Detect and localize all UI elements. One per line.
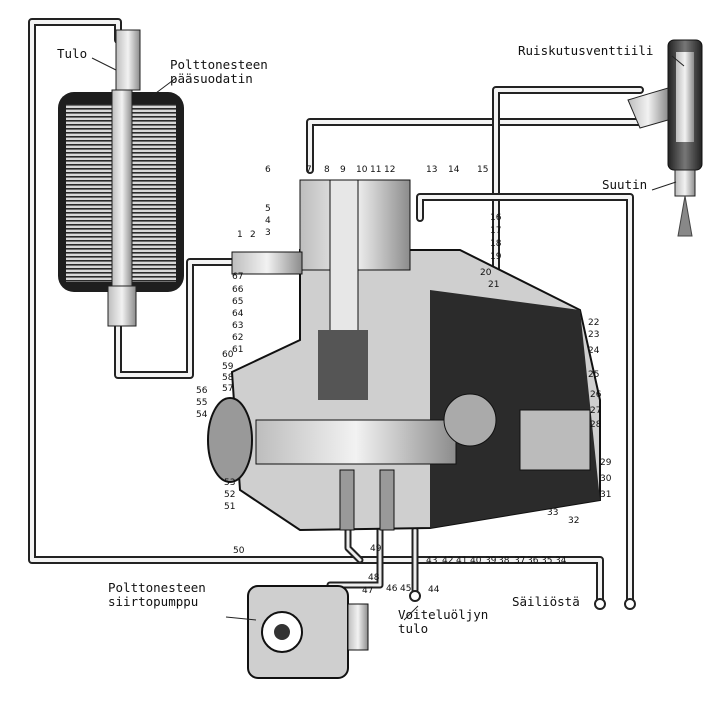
callout-42: 42 (442, 556, 454, 566)
callout-18: 18 (490, 239, 502, 249)
callout-11: 11 (370, 165, 382, 175)
callout-44: 44 (428, 585, 440, 595)
callout-55: 55 (196, 398, 208, 408)
callout-25: 25 (588, 370, 600, 380)
callout-67: 67 (232, 272, 244, 282)
callout-36: 36 (527, 556, 539, 566)
callout-31: 31 (600, 490, 612, 500)
callout-17: 17 (490, 226, 502, 236)
callout-53: 53 (224, 478, 236, 488)
label-from-tank: Säiliöstä (512, 594, 580, 609)
callout-63: 63 (232, 321, 244, 331)
callout-4: 4 (265, 216, 271, 226)
callout-13: 13 (426, 165, 438, 175)
callout-38: 38 (498, 556, 510, 566)
callout-7: 7 (306, 165, 312, 175)
callout-8: 8 (324, 165, 330, 175)
callout-6: 6 (265, 165, 271, 175)
callout-33: 33 (547, 508, 559, 518)
label-lube-oil-inlet-line-1: Voiteluöljyn (398, 607, 489, 622)
callout-57: 57 (222, 384, 234, 394)
callout-9: 9 (340, 165, 346, 175)
callout-61: 61 (232, 345, 244, 355)
callout-1: 1 (237, 230, 243, 240)
callout-23: 23 (588, 330, 600, 340)
callout-15: 15 (477, 165, 489, 175)
callout-48: 48 (368, 573, 380, 583)
label-transfer-pump-line-1: Polttonesteen (108, 580, 206, 595)
callout-21: 21 (488, 280, 500, 290)
label-main-filter-line-2: pääsuodatin (170, 71, 253, 86)
callout-58: 58 (222, 373, 234, 383)
callout-12: 12 (384, 165, 396, 175)
callout-39: 39 (485, 556, 497, 566)
label-tulo: Tulo (57, 46, 88, 61)
callout-16: 16 (490, 213, 502, 223)
transfer-pump (247, 585, 369, 679)
callout-32: 32 (568, 516, 580, 526)
callout-51: 51 (224, 502, 236, 512)
injection-valve (627, 39, 703, 237)
label-transfer-pump-line-2: siirtopumppu (108, 594, 199, 609)
callout-54: 54 (196, 410, 208, 420)
callout-62: 62 (232, 333, 244, 343)
callout-20: 20 (480, 268, 492, 278)
callout-43: 43 (426, 556, 438, 566)
callout-66: 66 (232, 285, 244, 295)
label-main-filter-line-1: Polttonesteen (170, 57, 268, 72)
callout-59: 59 (222, 362, 234, 372)
callout-37: 37 (514, 556, 526, 566)
callout-2: 2 (250, 230, 256, 240)
label-lube-oil-inlet-line-2: tulo (398, 621, 429, 636)
callout-14: 14 (448, 165, 460, 175)
callout-27: 27 (590, 406, 602, 416)
callout-60: 60 (222, 350, 234, 360)
callout-28: 28 (590, 420, 602, 430)
callout-47: 47 (362, 586, 374, 596)
callout-22: 22 (588, 318, 600, 328)
callout-29: 29 (600, 458, 612, 468)
callout-24: 24 (588, 346, 600, 356)
callout-40: 40 (470, 556, 482, 566)
callout-41: 41 (456, 556, 468, 566)
callout-52: 52 (224, 490, 236, 500)
callout-65: 65 (232, 297, 244, 307)
callout-34: 34 (555, 556, 567, 566)
callout-19: 19 (490, 252, 502, 262)
callout-10: 10 (356, 165, 368, 175)
callout-56: 56 (196, 386, 208, 396)
callout-3: 3 (265, 228, 271, 238)
callout-50: 50 (233, 546, 245, 556)
callout-30: 30 (600, 474, 612, 484)
pump-body (207, 179, 601, 532)
callout-5: 5 (265, 204, 271, 214)
callout-45: 45 (400, 584, 412, 594)
callout-35: 35 (541, 556, 553, 566)
fuel-pipes (28, 18, 644, 610)
leader-lines (91, 55, 685, 621)
callout-26: 26 (590, 390, 602, 400)
callout-46: 46 (386, 584, 398, 594)
callout-49: 49 (370, 544, 382, 554)
label-nozzle: Suutin (602, 177, 648, 192)
main-filter (58, 29, 184, 327)
label-injection-valve: Ruiskutusventtiili (518, 43, 654, 58)
callout-64: 64 (232, 309, 244, 319)
